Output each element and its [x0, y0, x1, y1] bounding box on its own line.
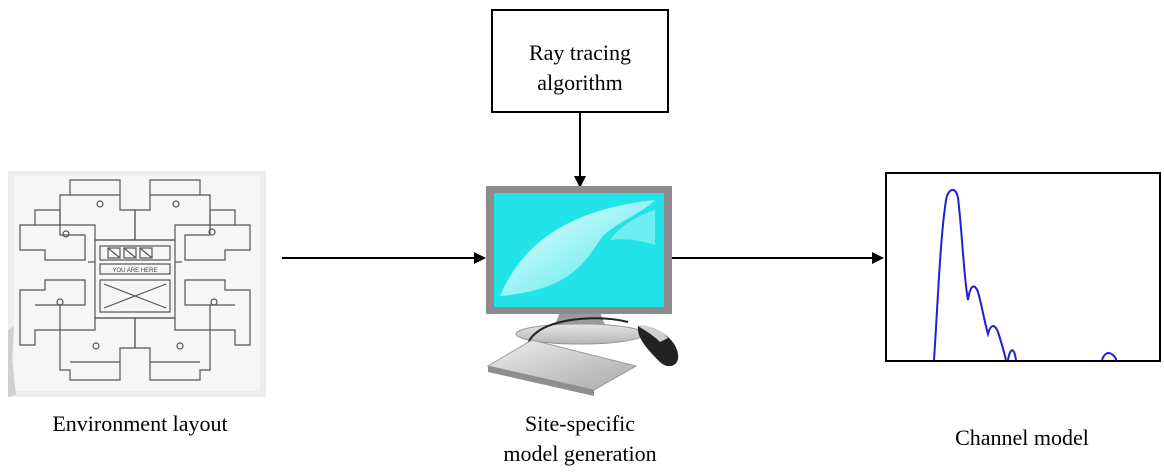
channel-model-box	[885, 172, 1161, 362]
ray-tracing-line1: Ray tracing	[528, 40, 632, 65]
site-specific-line1: Site-specific	[525, 411, 635, 436]
environment-layout-label: Environment layout	[52, 411, 228, 436]
channel-model-label: Channel model	[955, 425, 1089, 450]
floorplan-image: YOU ARE HERE	[8, 171, 266, 397]
ray-tracing-line2: algorithm	[537, 70, 623, 95]
computer-icon	[486, 186, 679, 396]
ray-tracing-label: Ray tracing algorithm	[492, 30, 668, 106]
floorplan-text: YOU ARE HERE	[112, 268, 157, 274]
channel-impulse-trace	[933, 189, 1118, 361]
site-specific-line2: model generation	[503, 441, 657, 466]
ray-tracing-box	[491, 9, 669, 113]
